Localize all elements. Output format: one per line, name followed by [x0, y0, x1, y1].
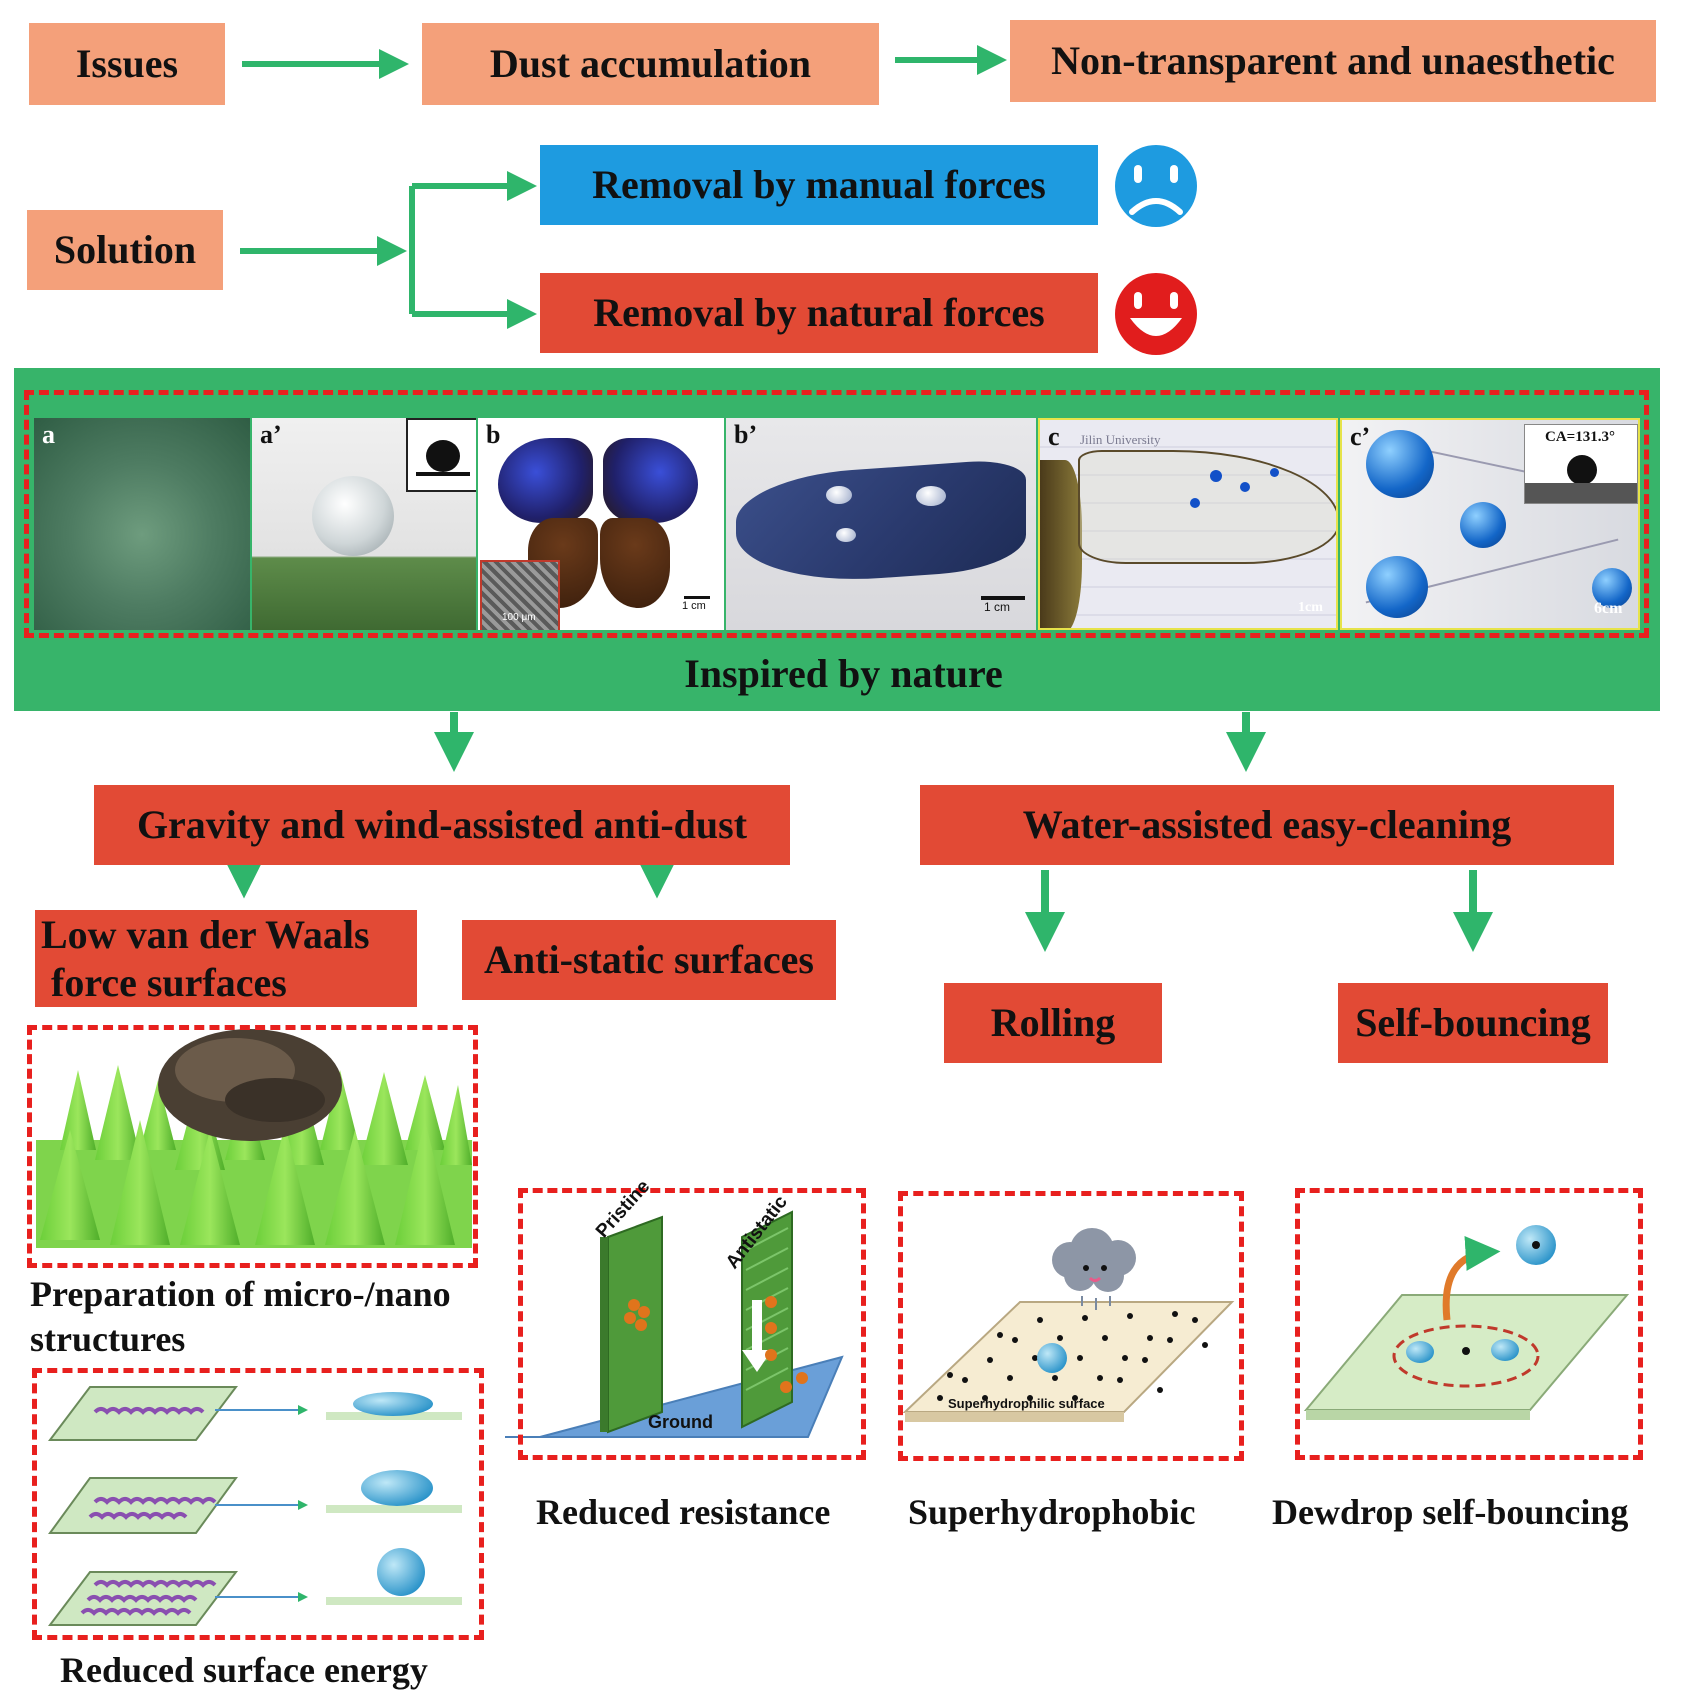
sem-scale-label: 100 μm: [502, 612, 536, 623]
issues-label: Issues: [75, 41, 179, 86]
solution-label: Solution: [53, 227, 197, 272]
reduced-energy-caption: Reduced surface energy: [60, 1650, 428, 1690]
ground-label: Ground: [648, 1412, 713, 1432]
manual-forces-box: Removal by manual forces: [540, 145, 1098, 225]
photo-cicada-wing: c Jilin University 1cm: [1038, 418, 1338, 630]
butterfly-hindwing-right: [600, 518, 670, 608]
dewdrop-caption: Dewdrop self-bouncing: [1272, 1492, 1629, 1532]
surface-energy-frame: [32, 1368, 484, 1640]
watermark-line: Jilin University: [1080, 432, 1161, 447]
nontransparent-label: Non-transparent and unaesthetic: [1051, 38, 1615, 83]
photo-lotus-leaf: a: [34, 418, 250, 630]
reduced-resistance-frame: [518, 1188, 866, 1460]
cicada-scale-label: 1cm: [1298, 600, 1323, 615]
happy-face-icon: [1115, 273, 1197, 355]
blue-droplet-4: [1592, 568, 1632, 608]
self-bouncing-box: Self-bouncing: [1338, 983, 1608, 1063]
natural-label: Removal by natural forces: [593, 290, 1045, 335]
contact-angle-inset: [406, 418, 476, 492]
blue-surface-sample: [736, 457, 1026, 589]
panel-label-a: a: [42, 420, 55, 449]
panel-label-c: c: [1048, 422, 1060, 451]
antistatic-label: Anti-static surfaces: [484, 937, 814, 982]
butterfly-scale-label: 1 cm: [682, 600, 706, 612]
micro-caption-line-1: Preparation of micro-/nano: [30, 1274, 451, 1314]
water-assisted-box: Water-assisted easy-cleaning: [920, 785, 1614, 865]
butterfly-wing-left: [498, 438, 593, 523]
panel-label-b: b: [486, 420, 501, 449]
blue-droplet-3: [1366, 556, 1428, 618]
gravity-wind-box: Gravity and wind-assisted anti-dust: [94, 785, 790, 865]
watermark-text: Jilin University: [1080, 426, 1336, 454]
low-vdw-box: Low van der Waals force surfaces: [35, 910, 417, 1007]
surface-energy-illustration: [47, 1386, 462, 1626]
nontransparent-box: Non-transparent and unaesthetic: [1010, 20, 1656, 102]
sad-face-icon: [1115, 145, 1197, 227]
photo-blue-droplets: c’ CA=131.3° 6cm: [1340, 418, 1640, 630]
droplet-image: [312, 476, 394, 556]
inspired-title: Inspired by nature: [684, 651, 1003, 696]
photo-butterfly: b 100 μm 1 cm: [478, 418, 724, 630]
rolling-label: Rolling: [990, 1000, 1116, 1045]
antistatic-box: Anti-static surfaces: [462, 920, 836, 1000]
micro-nano-caption: Preparation of micro-/nano structures: [30, 1272, 500, 1362]
dewdrop-illustration: [1303, 1225, 1630, 1420]
superhydrophobic-illustration: [902, 1228, 1235, 1422]
natural-forces-box: Removal by natural forces: [540, 273, 1098, 353]
cicada-wing: [1078, 450, 1336, 564]
low-vdw-label-1: Low van der Waals: [41, 911, 370, 957]
rolling-box: Rolling: [944, 983, 1162, 1063]
photo-strip-frame: [24, 390, 1649, 638]
reduced-resistance-caption: Reduced resistance: [536, 1492, 831, 1532]
micro-caption-line-2: structures: [30, 1319, 186, 1359]
photo-blue-surface: b’ 1 cm: [726, 418, 1036, 630]
blue-droplet-2: [1460, 502, 1506, 548]
ca-inset: CA=131.3°: [1524, 424, 1638, 504]
selfbouncing-label: Self-bouncing: [1355, 1000, 1591, 1045]
panel-label-c-prime: c’: [1350, 422, 1371, 451]
panel-label-a-prime: a’: [260, 420, 282, 449]
issues-box: Issues: [29, 23, 225, 105]
superhydrophilic-label: Superhydrophilic surface: [948, 1396, 1105, 1411]
manual-label: Removal by manual forces: [592, 162, 1046, 207]
superhydrophobic-frame: [898, 1191, 1244, 1461]
superhydrophobic-caption: Superhydrophobic: [908, 1492, 1196, 1532]
sem-inset: 100 μm: [480, 560, 560, 630]
solution-box: Solution: [27, 210, 223, 290]
ca-label: CA=131.3°: [1545, 429, 1615, 445]
blue-surface-scale-label: 1 cm: [984, 600, 1011, 614]
gravity-label: Gravity and wind-assisted anti-dust: [136, 802, 748, 847]
photo-droplet-on-leaf: a’: [252, 418, 476, 630]
cicada-body: [1040, 460, 1082, 628]
panel-label-b-prime: b’: [734, 420, 758, 449]
dust-box: Dust accumulation: [422, 23, 879, 105]
water-label: Water-assisted easy-cleaning: [1022, 802, 1512, 847]
butterfly-wing-right: [603, 438, 698, 523]
micro-nano-frame: [27, 1025, 478, 1268]
blue-droplet-1: [1366, 430, 1434, 498]
antistatic-illustration: [505, 1210, 844, 1475]
micro-nano-illustration: [36, 1028, 472, 1250]
droplets-scale-label: 6cm: [1594, 600, 1623, 617]
dust-label: Dust accumulation: [489, 41, 812, 86]
dewdrop-frame: [1295, 1188, 1643, 1460]
low-vdw-label-2: force surfaces: [51, 959, 287, 1005]
